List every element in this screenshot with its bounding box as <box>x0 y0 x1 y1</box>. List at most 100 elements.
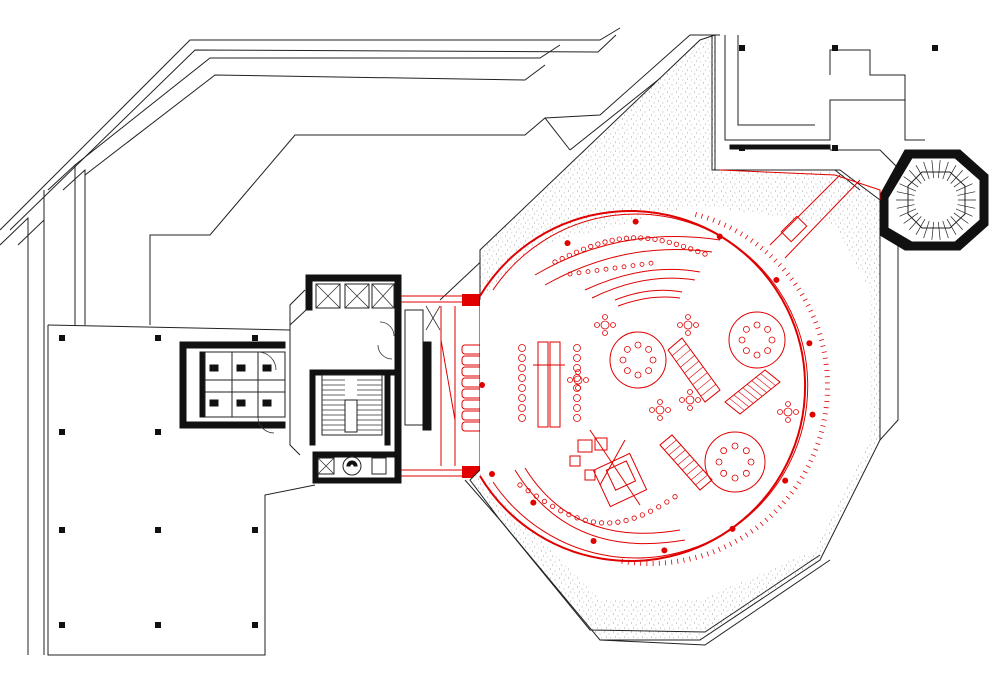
structural-column <box>252 527 258 533</box>
chair <box>631 515 637 521</box>
structural-column <box>155 429 161 435</box>
facade-mullion <box>781 267 787 272</box>
facade-mullion <box>810 454 816 457</box>
ramp-line <box>699 479 713 491</box>
chair <box>652 236 658 242</box>
stair-tread <box>937 160 941 179</box>
chair <box>518 364 526 372</box>
rotunda-column <box>773 276 780 283</box>
structural-column <box>155 335 161 341</box>
ramp-line <box>755 376 772 390</box>
chair <box>680 243 687 250</box>
chair <box>677 322 683 328</box>
chair <box>664 499 670 505</box>
chair <box>657 399 663 405</box>
facade-mullion <box>813 448 819 451</box>
stair-tread <box>953 176 969 188</box>
stair-tread <box>955 183 973 192</box>
ramp-line <box>738 391 754 404</box>
structural-column <box>832 145 838 151</box>
chair <box>619 356 627 364</box>
small-table <box>685 395 695 405</box>
chair <box>533 493 539 499</box>
structural-column <box>252 335 258 341</box>
chair <box>720 447 728 455</box>
chair <box>793 409 799 415</box>
lounge-seat <box>461 388 483 399</box>
chair <box>623 345 631 353</box>
ramp-line <box>760 373 776 386</box>
rotunda-column <box>782 477 789 484</box>
small-table <box>655 405 665 415</box>
chair <box>623 517 629 524</box>
facade-mullion <box>723 222 727 228</box>
chair <box>518 394 526 402</box>
ramp-line <box>692 372 708 385</box>
facade-mullion <box>764 249 769 255</box>
chair <box>645 367 653 375</box>
lounge-seat <box>461 366 483 377</box>
chair <box>753 351 761 359</box>
chair <box>595 241 601 247</box>
terrace-paving <box>464 34 899 646</box>
chair <box>558 508 564 514</box>
chair <box>630 263 636 269</box>
ramp-line <box>764 369 781 383</box>
facade-mullion <box>712 217 715 223</box>
chair <box>567 271 573 277</box>
chair <box>518 354 526 362</box>
chair <box>623 367 631 375</box>
rotunda-column <box>530 499 537 506</box>
chair <box>685 314 691 320</box>
chair <box>517 482 523 488</box>
stair-tread <box>908 170 922 184</box>
facade-mullion <box>818 339 824 342</box>
facade-mullion <box>777 505 782 510</box>
lounge-seat <box>461 355 483 366</box>
chair <box>731 442 739 450</box>
core-wall <box>305 274 402 282</box>
chair <box>621 264 627 270</box>
service-core <box>179 274 402 484</box>
facade-mullion <box>627 559 630 565</box>
facade-mullion <box>808 309 814 313</box>
chair <box>665 407 671 413</box>
facade-mullion <box>777 262 782 267</box>
chair <box>598 520 605 526</box>
chair <box>742 325 750 333</box>
facade-mullion <box>754 525 759 530</box>
facade-mullion <box>754 242 759 247</box>
chair <box>582 517 588 523</box>
small-table <box>573 375 583 385</box>
chair <box>574 515 580 521</box>
ramp-line <box>664 439 677 451</box>
chair <box>575 369 581 375</box>
facade-mullion <box>739 231 744 237</box>
stair-tread <box>908 216 922 230</box>
facade-mullion <box>799 292 805 297</box>
facade-mullion <box>785 495 791 500</box>
stair-tread <box>953 212 969 224</box>
facade-mullion <box>796 287 802 292</box>
ramp-line <box>733 394 750 408</box>
chair <box>764 325 772 333</box>
structural-column <box>252 622 258 628</box>
chair <box>573 414 581 422</box>
chair <box>647 508 654 514</box>
structural-column <box>739 145 745 151</box>
chair <box>679 397 685 403</box>
facade-mullion <box>823 363 829 366</box>
stair-tread <box>896 204 915 209</box>
chair <box>742 347 750 355</box>
chair <box>777 409 783 415</box>
rotunda-column <box>716 233 723 240</box>
rotunda-column <box>564 240 571 247</box>
ramp-line <box>680 355 695 368</box>
chair <box>715 458 723 466</box>
stair-tread <box>903 176 919 188</box>
chair <box>634 341 642 349</box>
chair <box>518 344 526 352</box>
facade-mullion <box>810 315 816 318</box>
lounge-seat <box>461 399 483 410</box>
chair <box>648 260 654 266</box>
